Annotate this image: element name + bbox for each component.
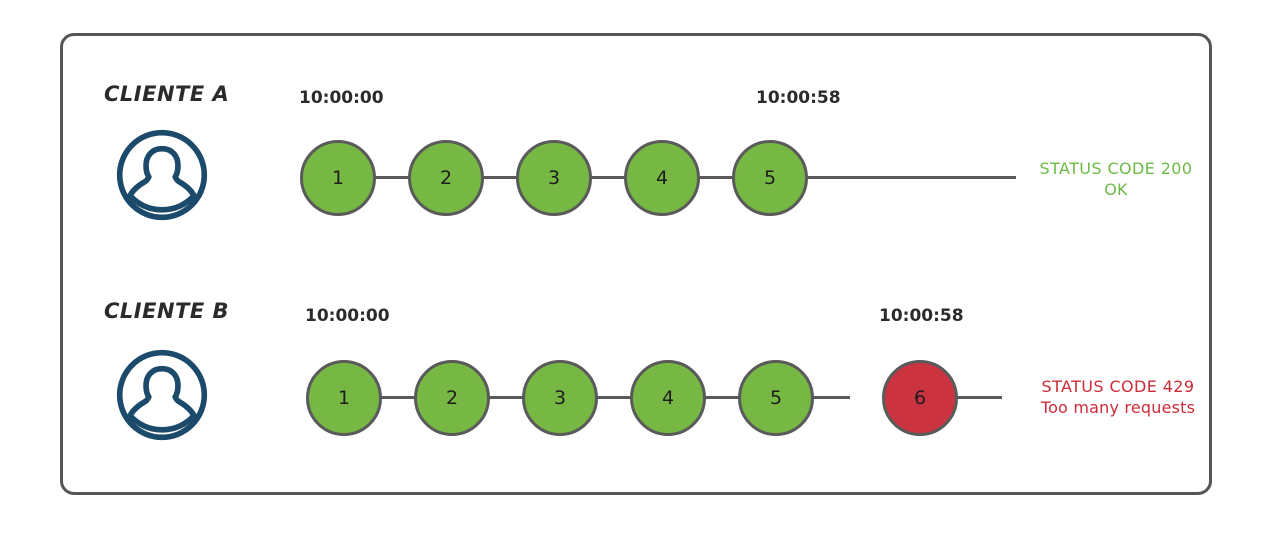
client-b-status: STATUS CODE 429 Too many requests [1020,377,1216,419]
chain-link [696,176,736,179]
chain-link [378,396,418,399]
request-node[interactable]: 4 [630,360,706,436]
client-b-end-time: 10:00:58 [879,306,964,326]
client-a-label: CLIENTE A [104,82,230,106]
status-message-text: OK [1104,179,1128,199]
chain-link-to-status [918,396,1002,399]
request-node[interactable]: 4 [624,140,700,216]
status-message-text: Too many requests [1040,397,1196,417]
client-b-avatar-icon [115,348,209,442]
chain-link [594,396,634,399]
client-a-start-time: 10:00:00 [299,88,384,108]
request-node[interactable]: 5 [732,140,808,216]
request-node[interactable]: 2 [408,140,484,216]
client-b-label: CLIENTE B [104,299,230,323]
client-a-end-time: 10:00:58 [756,88,841,108]
client-b-start-time: 10:00:00 [305,306,390,326]
request-node[interactable]: 1 [300,140,376,216]
request-node[interactable]: 3 [522,360,598,436]
chain-link-to-status [804,176,1016,179]
request-node[interactable]: 5 [738,360,814,436]
chain-link [486,396,526,399]
request-node-blocked[interactable]: 6 [882,360,958,436]
chain-link [480,176,520,179]
request-node[interactable]: 3 [516,140,592,216]
client-b-request-chain: 1 2 3 4 5 6 [306,360,1046,452]
status-code-text: STATUS CODE 200 [1039,159,1193,178]
chain-link [588,176,628,179]
client-a-avatar-icon [115,128,209,222]
status-code-text: STATUS CODE 429 [1041,377,1195,396]
request-node[interactable]: 2 [414,360,490,436]
chain-link [702,396,742,399]
request-node[interactable]: 1 [306,360,382,436]
chain-link [810,396,850,399]
client-a-status: STATUS CODE 200 OK [1026,159,1206,201]
chain-link [372,176,412,179]
client-a-request-chain: 1 2 3 4 5 [300,140,1020,232]
